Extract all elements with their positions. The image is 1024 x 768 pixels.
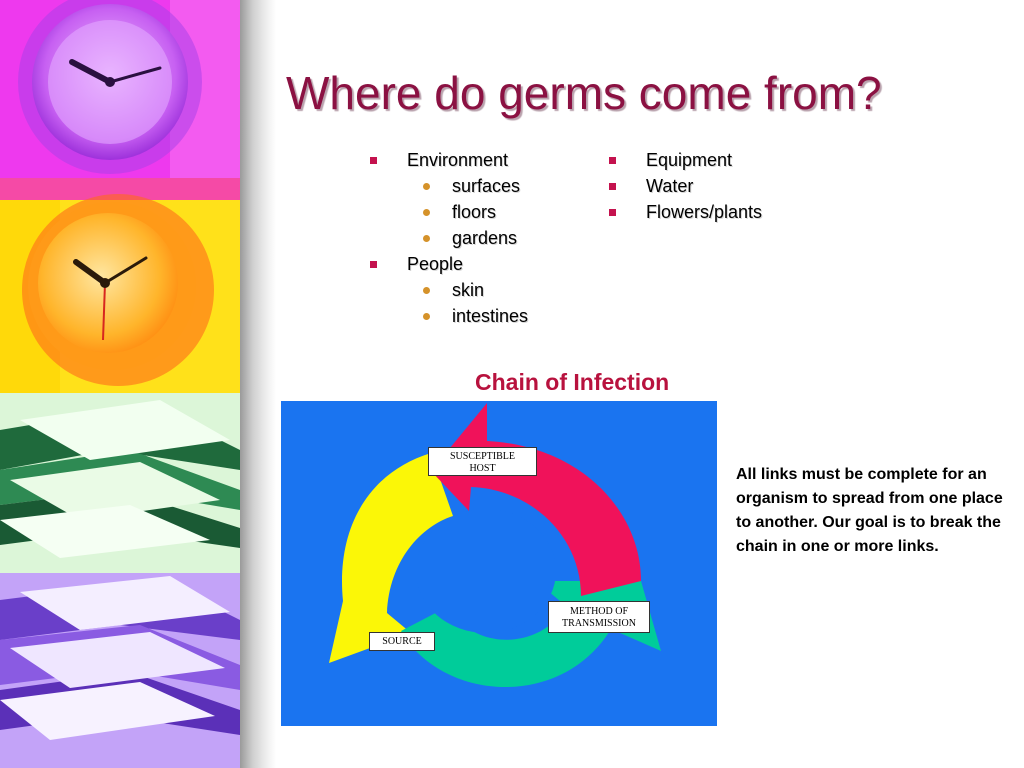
violet-books-image (0, 573, 240, 768)
page-title: Where do germs come from? (286, 67, 882, 119)
round-bullet-icon (423, 235, 430, 242)
green-books-image (0, 393, 240, 573)
bullet-list-right: Equipment Water Flowers/plants (609, 147, 762, 225)
source-box: SOURCE (369, 632, 435, 651)
list-item: intestines (407, 303, 528, 329)
list-item: Equipment (609, 147, 762, 173)
round-bullet-icon (423, 313, 430, 320)
chain-explanation-text: All links must be complete for an organi… (736, 466, 1003, 555)
list-item: surfaces (407, 173, 528, 199)
square-bullet-icon (609, 157, 616, 164)
method-of-transmission-box: METHOD OF TRANSMISSION (548, 601, 650, 633)
purple-clock-image (0, 0, 240, 178)
list-item: Environment (370, 147, 528, 173)
list-item: People (370, 251, 528, 277)
round-bullet-icon (423, 209, 430, 216)
strip-shadow (240, 0, 276, 768)
square-bullet-icon (609, 209, 616, 216)
yellow-arrow (329, 453, 453, 663)
chain-of-infection-diagram: SUSCEPTIBLE HOST METHOD OF TRANSMISSION … (281, 401, 717, 726)
list-item: floors (407, 199, 528, 225)
list-item: Flowers/plants (609, 199, 762, 225)
bullet-list-left: Environment surfaces floors gardens Peop… (370, 147, 528, 329)
susceptible-host-box: SUSCEPTIBLE HOST (428, 447, 537, 476)
round-bullet-icon (423, 183, 430, 190)
square-bullet-icon (370, 261, 377, 268)
chain-of-infection-heading: Chain of Infection (475, 369, 670, 395)
decorative-photo-strip (0, 0, 240, 768)
round-bullet-icon (423, 287, 430, 294)
square-bullet-icon (370, 157, 377, 164)
list-item: skin (407, 277, 528, 303)
list-item: Water (609, 173, 762, 199)
square-bullet-icon (609, 183, 616, 190)
list-item: gardens (407, 225, 528, 251)
orange-clock-image (0, 178, 240, 393)
